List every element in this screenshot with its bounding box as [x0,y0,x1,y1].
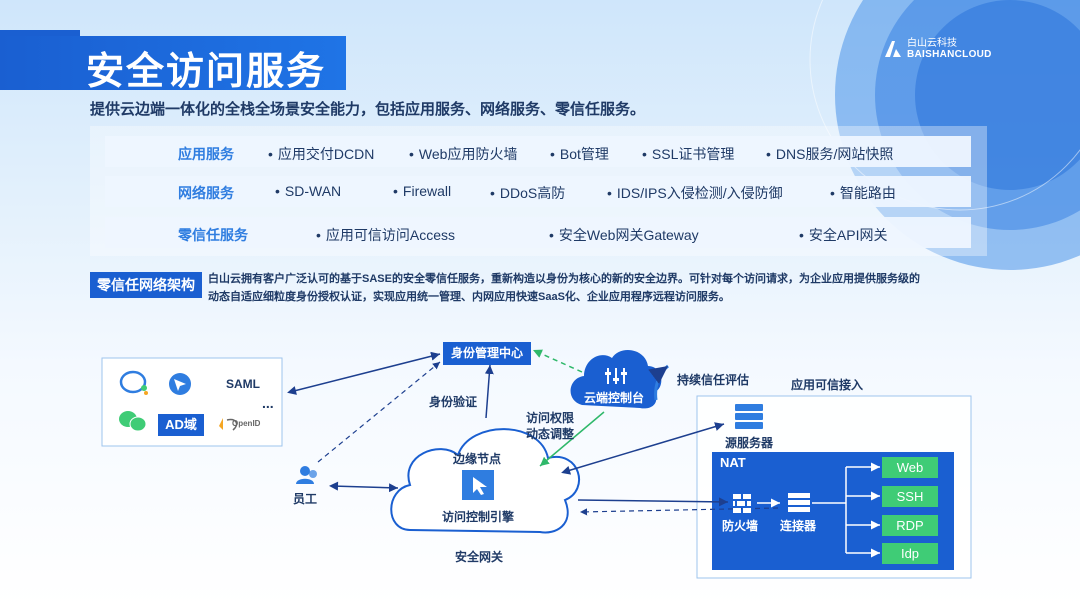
access-engine-label: 访问控制引擎 [442,510,515,524]
continuous-eval-label: 持续信任评估 [677,373,750,387]
title-banner [0,30,346,90]
edge-node-label: 边缘节点 [453,452,502,466]
baishancloud-logo-icon [885,41,901,57]
service-item: DDoS高防 [490,183,565,203]
brand-name-en: BAISHANCLOUD [907,49,992,60]
sliders-knobs-icon [605,372,627,381]
service-item: IDS/IPS入侵检测/入侵防御 [607,183,783,203]
access-adjust-label: 动态调整 [526,427,575,441]
zero-trust-badge: 零信任网络架构 [90,272,202,298]
wechat-icon [119,411,147,432]
app-web-box: Web [882,457,938,478]
service-label: 网络服务 [178,185,234,201]
arrow-gateway-origin [561,422,725,475]
service-item: Firewall [393,183,451,199]
brand-logo: 白山云科技 BAISHANCLOUD [884,38,992,60]
openid-label: OpenID [232,419,261,428]
service-item: 安全Web网关Gateway [549,225,699,245]
origin-server-label: 源服务器 [725,436,774,450]
ad-domain-box: AD域 [158,414,204,436]
service-item: 应用交付DCDN [268,144,374,164]
identity-verify-label: 身份验证 [429,395,478,409]
dashed-console-identity [532,349,583,373]
nat-label: NAT [720,455,746,470]
app-ssh-box: SSH [882,486,938,507]
sliders-icon [607,368,625,384]
zero-trust-description-line: 动态自适应细粒度身份授权认证，实现应用统一管理、内网应用快速SaaS化、企业应用… [208,291,730,303]
service-item: 智能路由 [830,183,896,203]
service-label: 零信任服务 [178,227,248,243]
employee-label: 员工 [293,492,318,506]
connector-icon [788,493,810,512]
arrow-employee-gateway [329,481,399,493]
firewall-icon [733,494,751,513]
arrow-idp-to-identity-center [287,351,441,395]
service-item: 应用可信访问Access [316,225,455,245]
service-label: 应用服务 [178,146,234,162]
arrow-gateway-to-firewall [577,497,729,507]
cursor-icon [473,477,487,495]
zero-trust-description: 白山云拥有客户广泛认可的基于SASE的安全零信任服务，重新构造以身份为核心的新的… [208,270,983,306]
service-item: SD-WAN [275,183,341,199]
access-control-engine-icon [462,470,494,500]
app-idp-box: Idp [882,543,938,564]
continuous-eval-arrow-icon [648,364,669,401]
service-item: SSL证书管理 [642,144,734,164]
service-item: Bot管理 [550,144,609,164]
brand-name-cn: 白山云科技 [907,38,957,49]
subtitle: 提供云边端一体化的全栈全场景安全能力，包括应用服务、网络服务、零信任服务。 [90,101,646,118]
ellipsis-label: ... [262,395,274,411]
secure-gateway-label: 安全网关 [455,550,504,564]
access-adjust-label: 访问权限 [526,411,575,425]
zero-trust-description-line: 白山云拥有客户广泛认可的基于SASE的安全零信任服务，重新构造以身份为核心的新的… [208,273,920,285]
service-item: 安全API网关 [799,225,888,245]
feishu-icon [169,373,191,395]
service-item: DNS服务/网站快照 [766,144,893,164]
chat-bubble-icon [119,370,148,395]
cloud-console-label: 云端控制台 [584,391,645,405]
app-rdp-box: RDP [882,515,938,536]
saml-label: SAML [226,377,260,391]
page-title: 安全访问服务 [86,51,327,93]
identity-center-box: 身份管理中心 [443,342,531,365]
dashed-connector-to-gateway [579,507,779,516]
service-item: Web应用防火墙 [409,144,518,164]
firewall-label: 防火墙 [722,519,759,533]
server-icon [735,404,763,429]
dashed-employee-identity [317,361,441,463]
arrow-gateway-to-identity [484,364,494,419]
trusted-access-label: 应用可信接入 [791,378,864,392]
employee-icon [296,466,317,484]
connector-label: 连接器 [780,519,817,533]
